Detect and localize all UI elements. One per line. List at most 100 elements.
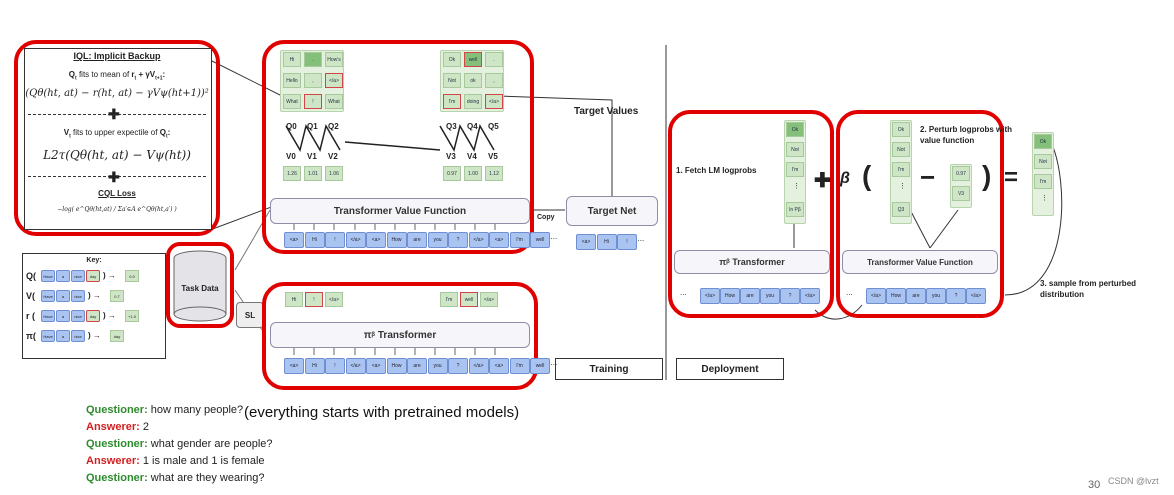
speaker: Questioner:: [86, 438, 148, 450]
deployment-label: Deployment: [676, 358, 784, 380]
token: !: [325, 358, 345, 374]
vocab-cell: ok: [464, 73, 482, 88]
column-cell: I'm: [892, 162, 910, 177]
pi-output-cell: I'm: [440, 292, 458, 307]
cql-title: CQL Loss: [98, 189, 136, 198]
column-cell: I'm: [1034, 174, 1052, 189]
key-row-label: π(: [26, 331, 36, 341]
token: <a>: [366, 232, 386, 248]
dialog-line: Questioner: how many people?: [86, 404, 243, 416]
key-token: a: [56, 270, 70, 282]
token: How: [386, 358, 407, 374]
key-action: day: [86, 270, 100, 282]
dash-divider: [28, 114, 206, 115]
token: ...: [846, 288, 853, 297]
key-value: 0.7: [110, 290, 124, 302]
utterance: what are they wearing?: [147, 472, 265, 484]
iql-q-caption: Qt fits to mean of rt + γVt+1:: [68, 70, 166, 82]
token: !: [325, 232, 345, 248]
column-cell: Ok: [786, 122, 804, 137]
vocab-cell: Ok: [443, 52, 461, 67]
q-label: Q3: [446, 122, 457, 131]
v-value: 0.97: [443, 166, 461, 181]
token: I'm: [509, 358, 530, 374]
q-label: Q1: [307, 122, 318, 131]
v-label: V2: [328, 152, 338, 161]
v-label: V0: [286, 152, 296, 161]
pi-output-cell: </a>: [325, 292, 343, 307]
iql-panel: [24, 48, 212, 230]
key-token: Have: [41, 290, 55, 302]
column-cell: Not: [786, 142, 804, 157]
utterance: 2: [139, 421, 149, 433]
paren-close: ): [982, 160, 992, 191]
token: How: [720, 288, 740, 304]
dialog-line: Answerer: 2: [86, 421, 149, 433]
key-token: Have: [41, 330, 55, 342]
v-value: 1.01: [304, 166, 322, 181]
token: are: [407, 232, 427, 248]
key-token: a: [56, 330, 70, 342]
watermark: CSDN @lvzt: [1108, 476, 1159, 486]
token: are: [740, 288, 760, 304]
token: </a>: [468, 232, 489, 248]
equals-symbol: =: [1004, 164, 1019, 191]
column-cell: ⋮: [899, 183, 906, 190]
step2-label: 2. Perturb logprobs with value function: [920, 125, 1013, 145]
key-token: nice: [71, 310, 85, 322]
vocab-cell: well: [464, 52, 482, 67]
column-cell: ln Pβ: [786, 202, 804, 217]
copy-label: Copy: [537, 214, 555, 221]
v-value: 1.26: [283, 166, 301, 181]
token: </a>: [345, 232, 366, 248]
key-token: a: [56, 310, 70, 322]
key-arrow: ) →: [88, 291, 101, 300]
cql-formula: −log( e^Qθ(ht,at) / Σa′∈A e^Qθ(ht,a′) ): [57, 206, 177, 213]
iql-title: IQL: Implicit Backup: [73, 51, 161, 61]
vocab-cell: What: [283, 94, 301, 109]
vocab-cell: Hello: [283, 73, 301, 88]
key-value: +1.0: [125, 310, 139, 322]
speaker: Questioner:: [86, 404, 148, 416]
v-label: V5: [488, 152, 498, 161]
token: well: [530, 358, 550, 374]
column-cell: V3: [952, 186, 970, 201]
token: Hi: [304, 358, 325, 374]
target-values-label: Target Values: [574, 106, 639, 117]
token: ?: [448, 358, 468, 374]
column-cell: ⋮: [1041, 195, 1048, 202]
dialog-line: Questioner: what are they wearing?: [86, 472, 265, 484]
pi-output-cell: well: [460, 292, 478, 307]
token: </a>: [468, 358, 489, 374]
token: ?: [780, 288, 800, 304]
v-label: V3: [446, 152, 456, 161]
pi-transformer-highlight: [262, 282, 538, 390]
column-cell: Q3: [892, 202, 910, 217]
vocab-cell: .: [485, 52, 503, 67]
vocab-cell: .: [304, 52, 322, 67]
deploy-lm-highlight: [668, 110, 834, 318]
token: you: [760, 288, 780, 304]
beta-symbol: β: [840, 170, 850, 187]
token: you: [427, 232, 448, 248]
token: !: [617, 234, 637, 250]
vocab-cell: doing: [464, 94, 482, 109]
overlay-note: (everything starts with pretrained model…: [244, 404, 520, 421]
v-label: V1: [307, 152, 317, 161]
vocab-cell: Not: [443, 73, 461, 88]
key-row-label: Q(: [26, 271, 36, 281]
step1-label: 1. Fetch LM logprobs: [676, 166, 757, 175]
speaker: Questioner:: [86, 472, 148, 484]
pi-output-cell: !: [305, 292, 323, 307]
token: </a>: [700, 288, 720, 304]
token: </a>: [866, 288, 886, 304]
token: <a>: [576, 234, 596, 250]
vocab-cell: I'm: [443, 94, 461, 109]
iql-q-formula: (Qθ(ht, at) − r(ht, at) − γVψ(ht+1))²: [25, 88, 209, 99]
utterance: what gender are people?: [147, 438, 273, 450]
training-label: Training: [555, 358, 663, 380]
token: you: [926, 288, 946, 304]
plus-icon: ✚: [814, 170, 831, 192]
key-token: Have: [41, 310, 55, 322]
